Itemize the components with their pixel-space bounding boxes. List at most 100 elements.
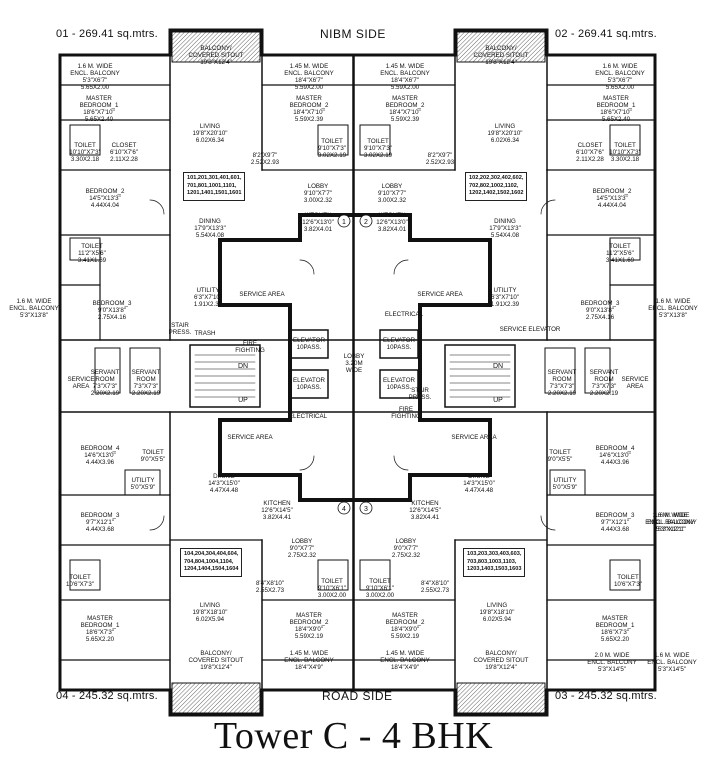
room-label-line: COVERED SITOUT (473, 52, 529, 59)
room-label-line: DINING (213, 473, 235, 480)
room-label-line: ROOM (594, 376, 614, 383)
room-label-line: ELEVATOR (293, 337, 325, 344)
room-label-line: LIVING (199, 123, 221, 130)
room-label-line: 3.00X2.32 (377, 197, 407, 204)
room-label-line: BALCONY/ (485, 45, 517, 52)
room-label-line: 2.52X2.93 (425, 159, 455, 166)
room-label-line: 3.02X2.19 (363, 152, 393, 159)
room-label: SERVICE AREA (417, 291, 462, 298)
room-label-line: 5.59X2.19 (294, 633, 324, 640)
room-label-line: 1.45 M. WIDE (289, 650, 329, 657)
room-label-line: 2.20X2.19 (90, 390, 120, 397)
room-label-line: SERVICE (67, 376, 95, 383)
sitout-hatch (171, 31, 261, 63)
room-label-line: MASTER (392, 95, 418, 102)
room-label-line: 10PASS. (296, 384, 322, 391)
room-label-line: 6.02X6.34 (490, 137, 520, 144)
room-label-line: 5.65X2.20 (600, 636, 630, 643)
room-label-line: 7'3"X7'3" (549, 383, 575, 390)
room-label-line: CLOSET (577, 142, 603, 149)
room-label-line: TOILET (369, 578, 391, 585)
room-label-line: 2.75X2.32 (391, 552, 421, 559)
room-label-line: WIDE (345, 367, 363, 374)
room-label-line: TOILET (321, 578, 343, 585)
room-label-line: 3.41X1.69 (605, 257, 635, 264)
room-label-line: 9'0"X7'7" (289, 545, 315, 552)
room-label-line: 6.02X5.94 (195, 616, 225, 623)
room-label-line: 3.00X2.00 (365, 592, 395, 599)
room-label-line: ELEVATOR (383, 337, 415, 344)
room-label-line: 12'6"X13'0" (376, 219, 408, 226)
room-label-line: 2.20X2.19 (131, 390, 161, 397)
room-label-line: SERVICE AREA (417, 291, 463, 298)
room-label-line: ENCL. BALCONY (645, 519, 695, 526)
room-label-line: ELEVATOR (293, 377, 325, 384)
room-label-line: 10PASS. (296, 344, 322, 351)
room-label-line: LIVING (199, 602, 221, 609)
room-label-line: FIGHTING (391, 413, 421, 420)
room-label: SERVICE ELEVATOR (500, 326, 561, 333)
room-label-line: 2.20X2.19 (589, 390, 619, 397)
room-label-line: 4.44X3.68 (85, 526, 115, 533)
stair-label: UP (238, 397, 248, 404)
room-label-line: 5.65X2.40 (84, 116, 114, 123)
room-label-line: 17'9"X13'3" (194, 225, 226, 232)
room-label-line: 6.02X6.34 (195, 137, 225, 144)
room-label-line: 3.82X4.01 (303, 226, 333, 233)
room-label: SERVICE AREA (239, 291, 284, 298)
room-label-line: 14'6"X13'0" (599, 452, 631, 459)
room-label-line: BEDROOM_3 (595, 512, 635, 519)
room-label-line: BEDROOM_2 (385, 102, 425, 109)
room-label-line: ENCL. BALCONY (587, 659, 637, 666)
room-label-line: 14'3"X15'0" (463, 480, 495, 487)
room-label-line: KITCHEN (411, 500, 439, 507)
room-label-line: TOILET (609, 243, 631, 250)
room-label-line: 2.11X2.28 (110, 156, 138, 163)
room-label-line: 2.75X2.32 (287, 552, 317, 559)
room-label-line: 5.54X4.08 (490, 232, 520, 239)
core-marker: 1 (342, 219, 346, 226)
unit-numbers-box-1: 101,201,301,401,601,701,801,1001,1101,12… (183, 172, 246, 201)
room-label-line: BEDROOM_2 (592, 188, 632, 195)
room-label-line: SERVANT (547, 369, 577, 376)
room-label-line: PRESS. (168, 329, 192, 336)
room-label-line: 2.0 M. WIDE (594, 652, 630, 659)
room-label-line: 11'2"X5'6" (606, 250, 634, 257)
room-label: 8'4"X8'10"2.55X2.73 (256, 580, 284, 594)
stair-label: UP (493, 397, 503, 404)
room-label-line: 6'3"X7'10" (193, 294, 223, 301)
room-label-line: ROOM (95, 376, 115, 383)
room-label-line: COVERED SITOUT (188, 52, 244, 59)
room-label-line: 1.6 M. WIDE (655, 298, 691, 305)
room-label-line: 17'9"X13'3" (489, 225, 521, 232)
room-label: TRASH (195, 330, 216, 337)
room-label-line: 1.6 M. WIDE (16, 298, 52, 305)
room-label: ELECTRICAL (289, 413, 327, 420)
room-label-line: 18'4"X6'7" (390, 77, 420, 84)
room-label-line: TOILET (74, 142, 96, 149)
room-label-line: 1.6 M. WIDE (652, 512, 688, 519)
